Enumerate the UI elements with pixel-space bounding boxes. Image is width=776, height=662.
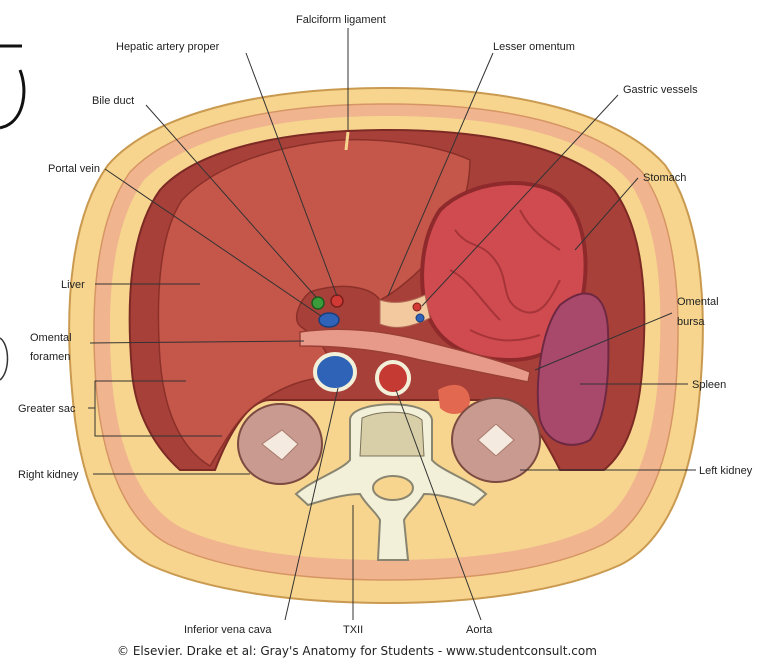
label-liver: Liver	[61, 279, 85, 291]
label-spleen: Spleen	[692, 379, 726, 391]
edge-mark-left	[0, 338, 8, 380]
label-txii: TXII	[343, 624, 363, 636]
falciform-ligament	[346, 132, 348, 150]
label-omental-foramen-line1: Omental	[30, 332, 72, 344]
label-right-kidney: Right kidney	[18, 469, 79, 481]
label-omental-foramen-line2: foramen	[30, 351, 70, 363]
label-bile-duct: Bile duct	[92, 95, 134, 107]
gastric-vessel-blue	[416, 314, 424, 322]
label-gastric-vessels: Gastric vessels	[623, 84, 698, 96]
portal-vein-vessel	[319, 313, 339, 327]
label-portal-vein: Portal vein	[48, 163, 100, 175]
label-lesser-omentum: Lesser omentum	[493, 41, 575, 53]
label-omental-bursa-line1: Omental	[677, 296, 719, 308]
bile-duct-vessel	[312, 297, 324, 309]
vertebral-body-texture	[360, 412, 424, 456]
inferior-vena-cava-vessel	[315, 354, 355, 390]
label-aorta: Aorta	[466, 624, 493, 636]
aorta-vessel	[377, 362, 409, 394]
gastric-vessel-red	[413, 303, 421, 311]
label-hepatic-artery-proper: Hepatic artery proper	[116, 41, 220, 53]
label-stomach: Stomach	[643, 172, 686, 184]
label-omental-bursa-line2: bursa	[677, 316, 705, 328]
credit-line: © Elsevier. Drake et al: Gray's Anatomy …	[117, 644, 597, 658]
label-inferior-vena-cava: Inferior vena cava	[184, 624, 272, 636]
spinal-canal	[373, 476, 413, 500]
hepatic-artery-vessel	[331, 295, 343, 307]
label-left-kidney: Left kidney	[699, 465, 753, 477]
edge-mark-top	[0, 46, 24, 128]
label-falciform-ligament: Falciform ligament	[296, 14, 386, 26]
label-greater-sac: Greater sac	[18, 403, 76, 415]
